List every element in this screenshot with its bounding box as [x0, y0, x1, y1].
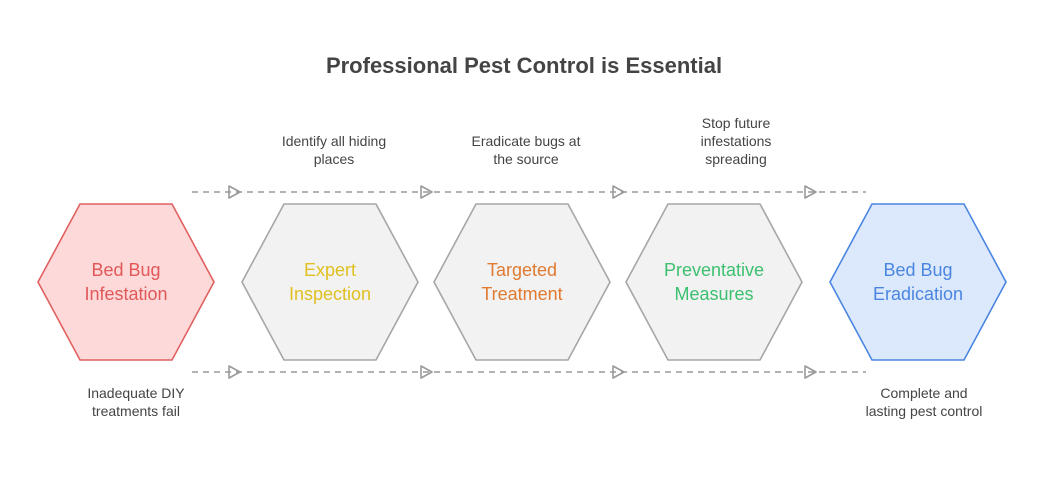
annotation-line: Identify all hiding [282, 133, 386, 149]
node-label-line: Bed Bug [883, 260, 952, 280]
arrow-right-icon [804, 185, 817, 199]
annotation-line: treatments fail [92, 403, 180, 419]
node-label-line: Targeted [487, 260, 557, 280]
arrow-right-icon [804, 365, 817, 379]
arrow-right-icon [228, 185, 241, 199]
connectors [192, 185, 866, 379]
top-annotation: Eradicate bugs at the source [472, 133, 581, 167]
annotation-line: Inadequate DIY [87, 385, 185, 401]
hexagon-shape [625, 203, 803, 361]
hexagon-nodes: Bed BugInfestationExpertInspectionTarget… [37, 203, 1007, 361]
annotation-line: places [314, 151, 354, 167]
hexagon-shape [829, 203, 1007, 361]
hexagon-shape [433, 203, 611, 361]
diagram-title: Professional Pest Control is Essential [326, 53, 722, 78]
arrow-right-icon [420, 365, 433, 379]
node-label-line: Inspection [289, 284, 371, 304]
arrow-right-icon [612, 185, 625, 199]
top-annotation: Identify all hiding places [282, 133, 386, 167]
node-label-line: Preventative [664, 260, 764, 280]
bottom-annotation: Inadequate DIY treatments fail [87, 385, 185, 419]
node-label-line: Expert [304, 260, 356, 280]
node-label-line: Eradication [873, 284, 963, 304]
arrow-right-icon [612, 365, 625, 379]
arrow-right-icon [420, 185, 433, 199]
node-label-line: Bed Bug [91, 260, 160, 280]
annotation-line: infestations [701, 133, 772, 149]
annotation-line: the source [493, 151, 559, 167]
hexagon-shape [37, 203, 215, 361]
arrow-right-icon [228, 365, 241, 379]
annotation-line: Complete and [880, 385, 967, 401]
annotation-line: Stop future [702, 115, 771, 131]
annotation-line: spreading [705, 151, 767, 167]
hexagon-shape [241, 203, 419, 361]
annotations: Identify all hiding places Eradicate bugs … [87, 115, 982, 419]
top-annotation: Stop future infestations spreading [701, 115, 772, 167]
node-label-line: Infestation [84, 284, 167, 304]
node-label-line: Treatment [481, 284, 562, 304]
annotation-line: lasting pest control [866, 403, 983, 419]
annotation-line: Eradicate bugs at [472, 133, 581, 149]
node-label-line: Measures [674, 284, 753, 304]
bottom-annotation: Complete and lasting pest control [866, 385, 983, 419]
